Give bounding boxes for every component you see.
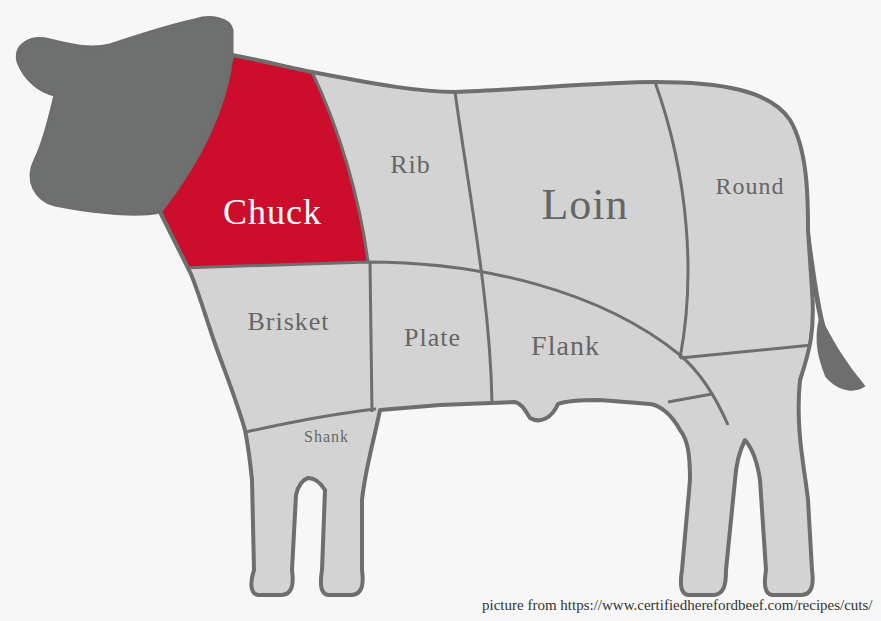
cut-line [455,92,492,402]
cut-name: Brisket [247,309,329,335]
cow-body [160,55,813,595]
cut-name: Chuck [223,194,322,230]
cut-region: Chuck [219,190,326,234]
cut-region: Shank [300,425,353,449]
cut-region: Loin [537,179,633,231]
credit-note: picture from https://www.certifiedherefo… [482,597,873,614]
cut-region: Brisket [243,305,334,339]
cut-line [312,72,368,262]
cut-region: Rib [386,148,435,182]
cut-name: Loin [541,183,628,227]
cut-line [655,82,688,358]
cut-name: Round [715,174,784,198]
cut-name: Rib [390,152,431,178]
cow-outline [160,55,813,595]
tail-tuft [818,318,864,390]
cut-line [180,262,728,425]
cow-head [17,18,232,214]
cut-line [370,262,372,412]
cut-region: Plate [400,321,465,355]
cut-lines [180,72,812,432]
cut-name: Plate [404,325,461,351]
cut-name: Shank [304,429,349,445]
cut-line [668,394,712,402]
cut-name: Flank [531,332,600,360]
cut-region: Flank [527,328,604,364]
cut-region: Round [711,170,789,202]
cut-line [680,345,812,358]
